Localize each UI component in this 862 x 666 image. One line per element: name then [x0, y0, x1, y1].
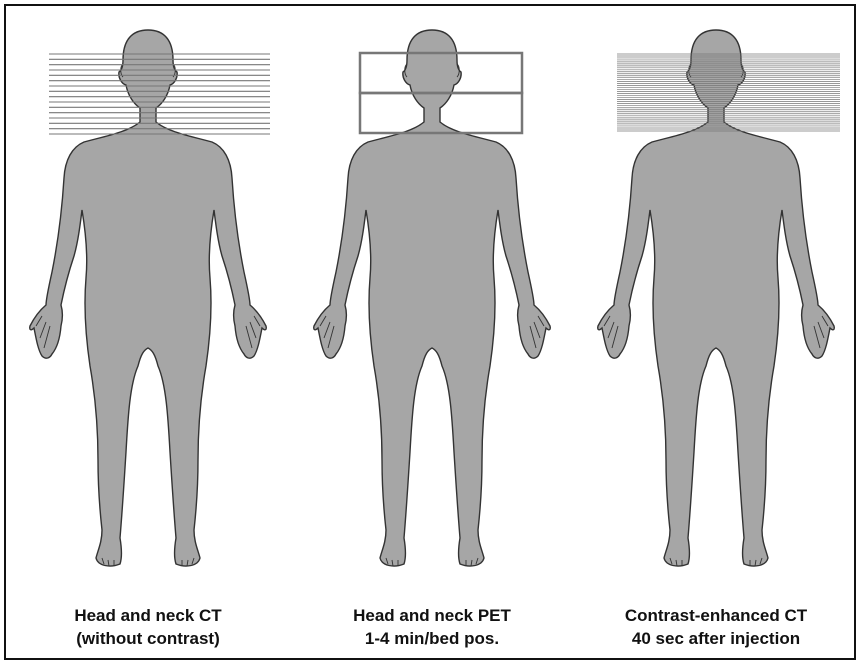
- panel-contrast-ct: Contrast-enhanced CT 40 sec after inject…: [574, 6, 858, 662]
- diagram-frame: Head and neck CT (without contrast) Head…: [4, 4, 856, 660]
- caption-ct-detail: (without contrast): [6, 627, 290, 650]
- caption-pet-detail: 1-4 min/bed pos.: [290, 627, 574, 650]
- panel-head-neck-pet: Head and neck PET 1-4 min/bed pos.: [290, 6, 574, 662]
- caption-cect-title: Contrast-enhanced CT: [574, 604, 858, 627]
- caption-ct-title: Head and neck CT: [6, 604, 290, 627]
- body-figure-cect: [574, 20, 858, 600]
- human-body-silhouette: [30, 30, 267, 566]
- human-body-silhouette: [314, 30, 551, 566]
- caption-pet-title: Head and neck PET: [290, 604, 574, 627]
- caption-cect-detail: 40 sec after injection: [574, 627, 858, 650]
- panel-head-neck-ct: Head and neck CT (without contrast): [6, 6, 290, 662]
- body-figure-pet: [290, 20, 574, 600]
- body-figure-ct: [6, 20, 290, 600]
- caption-cect: Contrast-enhanced CT 40 sec after inject…: [574, 604, 858, 650]
- human-body-silhouette: [598, 30, 835, 566]
- caption-ct: Head and neck CT (without contrast): [6, 604, 290, 650]
- caption-pet: Head and neck PET 1-4 min/bed pos.: [290, 604, 574, 650]
